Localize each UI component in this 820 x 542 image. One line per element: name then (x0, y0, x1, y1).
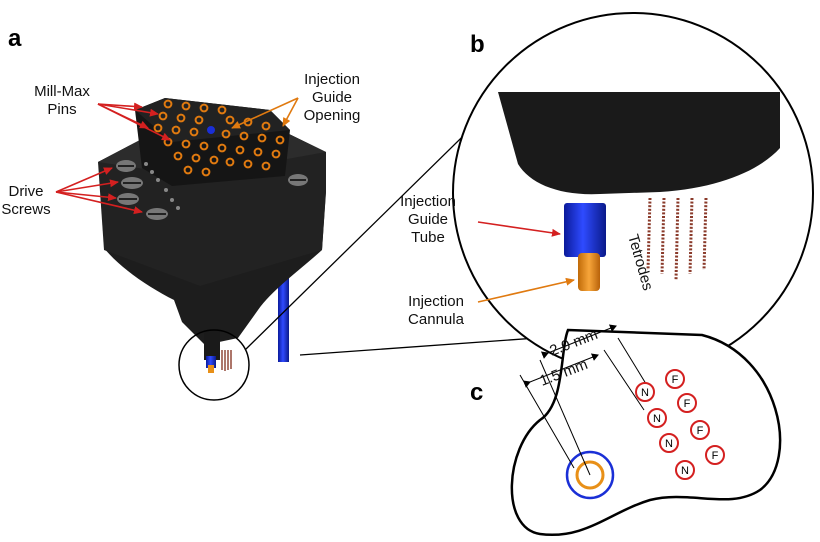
svg-text:Cannula: Cannula (408, 311, 465, 328)
electrode-marker-label: F (672, 374, 679, 386)
magnify-circle-large (452, 12, 814, 374)
cannula-footprint (575, 460, 605, 490)
footprint-outline (510, 328, 782, 537)
mill-max-arrows (97, 102, 171, 141)
tetrodes (646, 197, 708, 281)
svg-text:Mill-Max: Mill-Max (34, 83, 90, 100)
panel-label-a: a (8, 25, 22, 52)
magnify-circle-small (178, 329, 250, 401)
panel-label-c: c (470, 379, 483, 406)
injection-guide-tube (564, 203, 606, 257)
electrode-marker-ring (665, 369, 685, 389)
electrode-marker-ring (677, 393, 697, 413)
injection-cannula (578, 253, 600, 291)
panel-a-drive-illustration (55, 97, 326, 401)
panel-b-magnified-view (452, 12, 814, 374)
electrode-marker-ring (675, 460, 695, 480)
drive-tip (204, 330, 220, 360)
svg-text:Opening: Opening (304, 107, 361, 124)
injection-guide-opening-arrows (231, 97, 299, 129)
svg-text:Tube: Tube (411, 229, 445, 246)
electrode-marker-ring (659, 433, 679, 453)
svg-text:Guide: Guide (408, 211, 448, 228)
drive-screws (116, 160, 308, 220)
svg-text:Pins: Pins (47, 101, 76, 118)
electrode-marker-ring (690, 420, 710, 440)
electrode-marker-label: N (681, 465, 689, 477)
cannula-arrow (477, 277, 575, 303)
drive-screws-arrows (55, 167, 143, 215)
svg-text:Guide: Guide (312, 89, 352, 106)
guide-tube-arrow (477, 221, 561, 237)
svg-text:Screws: Screws (1, 201, 50, 218)
drive-screws-label: Drive Screws (1, 183, 50, 218)
panel-label-b: b (470, 31, 485, 58)
injection-guide-opening-hole (207, 126, 215, 134)
electrode-marker-label: N (653, 413, 661, 425)
injection-guide-tube-label: Injection Guide Tube (400, 193, 456, 246)
electrode-marker-label: F (712, 450, 719, 462)
electrode-marker-ring (635, 382, 655, 402)
mill-max-label: Mill-Max Pins (34, 83, 90, 118)
injection-guide-opening-label: Injection Guide Opening (304, 71, 361, 124)
drive-bottom-block (498, 92, 780, 195)
electrode-marker-label: N (641, 387, 649, 399)
electrode-marker-ring (647, 408, 667, 428)
svg-text:Injection: Injection (304, 71, 360, 88)
mill-max-pin-array (153, 99, 285, 177)
panel-c-footprint (510, 324, 782, 537)
svg-text:Injection: Injection (400, 193, 456, 210)
svg-text:Drive: Drive (8, 183, 43, 200)
electrode-marker-label: F (684, 398, 691, 410)
electrode-markers: N F N F N F N F (635, 369, 725, 480)
guide-footprint-outer (565, 450, 615, 500)
injection-cannula-label: Injection Cannula (408, 293, 465, 328)
electrode-marker-label: F (697, 425, 704, 437)
electrode-marker-ring (705, 445, 725, 465)
zoom-line-lower (299, 335, 566, 356)
electrode-marker-label: N (665, 438, 673, 450)
svg-text:Injection: Injection (408, 293, 464, 310)
